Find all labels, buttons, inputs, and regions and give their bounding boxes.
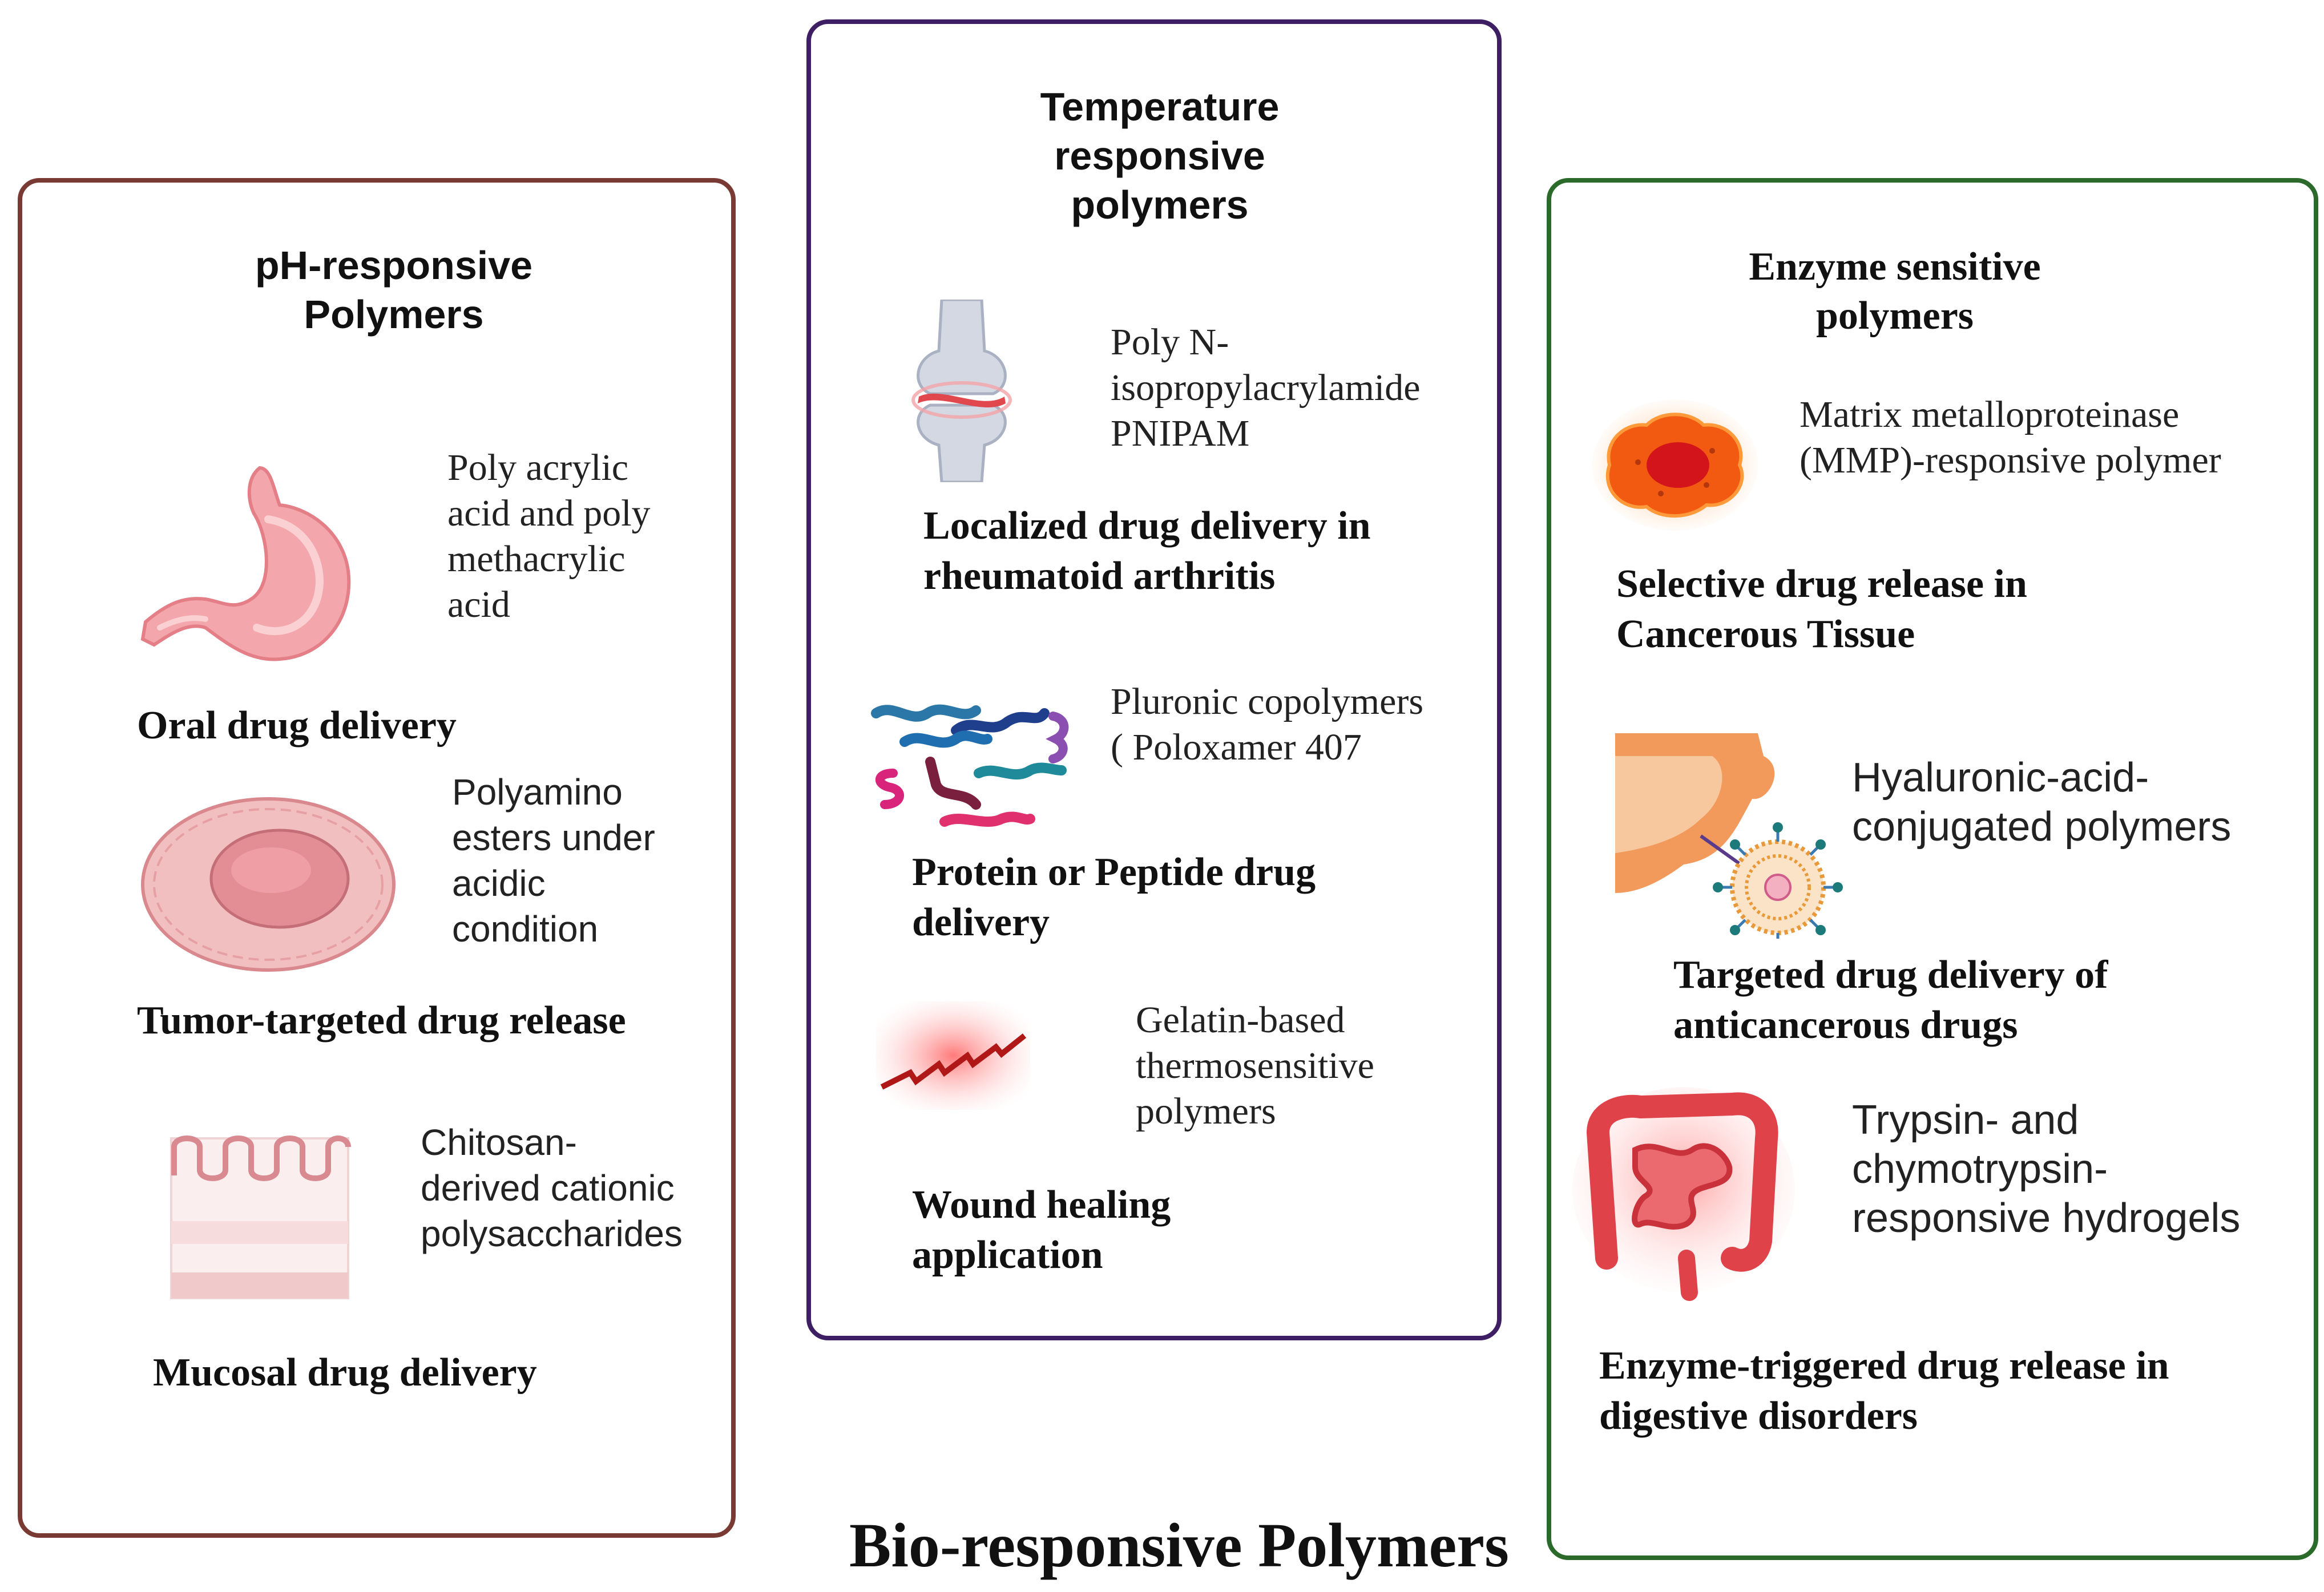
ph-item-2-desc: Polyamino esters under acidic condition (452, 771, 655, 949)
wound-icon (876, 1001, 1030, 1110)
ph-responsive-panel (18, 178, 736, 1538)
temperature-item-1-desc: Poly N- isopropylacrylamide PNIPAM (1111, 321, 1421, 454)
enzyme-item-2-desc: Hyaluronic-acid- conjugated polymers (1852, 755, 2232, 850)
ph-panel-heading: pH-responsive Polymers (255, 243, 533, 337)
polymer-chains-icon (871, 704, 1069, 827)
cancer-cell-icon (1592, 399, 1758, 531)
enzyme-item-3-desc: Trypsin- and chymotrypsin- responsive hy… (1852, 1097, 2241, 1241)
temperature-item-3-desc: Gelatin-based thermosensitive polymers (1136, 999, 1374, 1132)
figure-title: Bio-responsive Polymers (849, 1510, 1509, 1580)
enzyme-panel-heading: Enzyme sensitive polymers (1749, 245, 2041, 338)
stomach-icon (140, 466, 351, 661)
enzyme-item-2-application: Targeted drug delivery of anticancerous … (1673, 953, 2108, 1047)
temperature-panel-heading: Temperature responsive polymers (1040, 84, 1280, 227)
ph-item-1-application: Oral drug delivery (137, 704, 457, 747)
mucosa-icon (170, 1136, 351, 1299)
enzyme-item-1-application: Selective drug release in Cancerous Tiss… (1616, 562, 2027, 656)
knee-joint-icon (911, 300, 1012, 482)
intestine-icon (1572, 1087, 1795, 1301)
ph-item-2-application: Tumor-targeted drug release (137, 999, 626, 1043)
ph-item-3-application: Mucosal drug delivery (153, 1351, 537, 1395)
temperature-item-2-desc: Pluronic copolymers ( Poloxamer 407 (1111, 681, 1424, 768)
ph-item-3-desc: Chitosan- derived cationic polysaccharid… (421, 1122, 683, 1254)
enzyme-sensitive-panel (1547, 178, 2318, 1560)
temperature-item-2-application: Protein or Peptide drug delivery (912, 850, 1316, 944)
temperature-responsive-panel (806, 19, 1502, 1340)
enzyme-item-1-desc: Matrix metalloproteinase (MMP)-responsiv… (1800, 394, 2221, 481)
temperature-item-1-application: Localized drug delivery in rheumatoid ar… (923, 504, 1371, 598)
ph-item-1-desc: Poly acrylic acid and poly methacrylic a… (447, 447, 651, 625)
temperature-item-3-application: Wound healing application (912, 1183, 1171, 1277)
tumor-icon (141, 797, 396, 972)
enzyme-item-3-application: Enzyme-triggered drug release in digesti… (1599, 1344, 2169, 1438)
nanoparticle-icon (1615, 733, 1843, 939)
